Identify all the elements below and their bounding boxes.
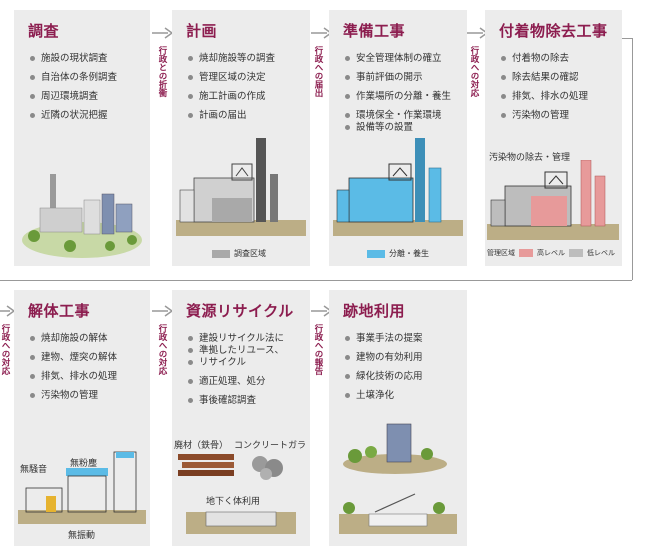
list-item: 付着物の除去 bbox=[501, 53, 612, 65]
list-item: 安全管理体制の確立 bbox=[345, 53, 457, 65]
list-item: 排気、排水の処理 bbox=[30, 371, 140, 383]
step-site-reuse-title: 跡地利用 bbox=[343, 302, 406, 320]
side-label: 行政への報告 bbox=[313, 324, 323, 375]
vibrationless-label: 無振動 bbox=[68, 531, 96, 541]
step-plan-items: 焼却施設等の調査 管理区域の決定 施工計画の作成 計画の届出 bbox=[182, 53, 300, 122]
underground-illustration bbox=[186, 511, 296, 534]
list-item: 自治体の条例調査 bbox=[30, 72, 140, 84]
list-item: 汚染物の管理 bbox=[501, 110, 612, 122]
survey-area-legend: 調査区域 bbox=[212, 248, 266, 259]
step-demolition-title: 解体工事 bbox=[28, 302, 91, 320]
side-label: 行政への対応 bbox=[0, 324, 10, 375]
step-removal-items: 付着物の除去 除去結果の確認 排気、排水の処理 汚染物の管理 bbox=[495, 53, 612, 122]
managed-area-label: 管理区域 bbox=[487, 249, 515, 257]
step-demolition-panel: 解体工事 焼却施設の解体 建物、煙突の解体 排気、排水の処理 汚染物の管理 無騒… bbox=[14, 290, 150, 546]
side-label: 行政への対応 bbox=[157, 324, 167, 375]
arrow-right-icon bbox=[152, 27, 174, 39]
list-item: 設備等の設置 bbox=[345, 122, 457, 134]
underground-label: 地下く体利用 bbox=[206, 497, 261, 507]
separation-legend: 分離・養生 bbox=[367, 248, 429, 259]
step-plan-title: 計画 bbox=[186, 22, 218, 40]
arrow-right-icon bbox=[152, 305, 174, 317]
site-reuse-illustration bbox=[339, 423, 457, 534]
step-removal-panel: 付着物除去工事 付着物の除去 除去結果の確認 排気、排水の処理 汚染物の管理 汚… bbox=[485, 10, 622, 266]
survey-area-label: 調査区域 bbox=[234, 249, 266, 258]
list-item: 事業手法の提案 bbox=[345, 333, 457, 345]
row-connector-right bbox=[632, 38, 633, 280]
recycling-materials-illustration bbox=[178, 454, 283, 480]
step-removal-title: 付着物除去工事 bbox=[499, 22, 608, 40]
side-label: 行政との折衝 bbox=[157, 46, 167, 97]
separation-swatch bbox=[367, 249, 385, 258]
list-item: 近隣の状況把握 bbox=[30, 110, 140, 122]
step-site-reuse-panel: 跡地利用 事業手法の提案 建物の有効利用 緑化技術の応用 土壌浄化 bbox=[329, 290, 467, 546]
preparation-facility-illustration bbox=[333, 138, 463, 236]
list-item: 排気、排水の処理 bbox=[501, 91, 612, 103]
silent-label: 無騒音 bbox=[20, 465, 48, 475]
list-item: 管理区域の決定 bbox=[188, 72, 300, 84]
low-level-swatch bbox=[569, 249, 583, 257]
row-connector-top bbox=[622, 38, 632, 39]
step-survey-title: 調査 bbox=[28, 22, 60, 40]
side-label: 行政への届出 bbox=[313, 46, 323, 97]
removal-legend: 管理区域 高レベル 低レベル bbox=[487, 248, 615, 258]
list-item: 焼却施設の解体 bbox=[30, 333, 140, 345]
step-preparation-items: 安全管理体制の確立 事前評価の開示 作業場所の分離・養生 環境保全・作業環境 設… bbox=[339, 53, 457, 134]
list-item: 事後確認調査 bbox=[188, 395, 300, 407]
scrap-label: 廃材（鉄骨） bbox=[174, 441, 229, 451]
dustless-label: 無粉塵 bbox=[70, 459, 98, 469]
list-item: 事前評価の開示 bbox=[345, 72, 457, 84]
list-item: 焼却施設等の調査 bbox=[188, 53, 300, 65]
separation-label: 分離・養生 bbox=[389, 249, 429, 258]
survey-area-swatch bbox=[212, 249, 230, 258]
list-item: 施設の現状調査 bbox=[30, 53, 140, 65]
list-item: 建物の有効利用 bbox=[345, 352, 457, 364]
list-item: 計画の届出 bbox=[188, 110, 300, 122]
list-item: 建物、煙突の解体 bbox=[30, 352, 140, 364]
step-preparation-panel: 準備工事 安全管理体制の確立 事前評価の開示 作業場所の分離・養生 環境保全・作… bbox=[329, 10, 467, 266]
step-plan-panel: 計画 焼却施設等の調査 管理区域の決定 施工計画の作成 計画の届出 調査区域 bbox=[172, 10, 310, 266]
list-item: 施工計画の作成 bbox=[188, 91, 300, 103]
list-item: 環境保全・作業環境 bbox=[345, 110, 457, 122]
removal-caption: 汚染物の除去・管理 bbox=[489, 153, 571, 163]
row-connector-bottom bbox=[0, 280, 632, 281]
demolition-illustration bbox=[18, 451, 146, 524]
survey-town-illustration bbox=[22, 174, 142, 258]
list-item: リサイクル bbox=[188, 357, 300, 369]
list-item: 周辺環境調査 bbox=[30, 91, 140, 103]
list-item: 作業場所の分離・養生 bbox=[345, 91, 457, 103]
list-item: 建設リサイクル法に bbox=[188, 333, 300, 345]
step-preparation-title: 準備工事 bbox=[343, 22, 406, 40]
list-item: 準拠したリユース、 bbox=[188, 345, 300, 357]
step-demolition-items: 焼却施設の解体 建物、煙突の解体 排気、排水の処理 汚染物の管理 bbox=[24, 333, 140, 402]
list-item: 汚染物の管理 bbox=[30, 390, 140, 402]
high-level-swatch bbox=[519, 249, 533, 257]
side-label: 行政への対応 bbox=[469, 46, 479, 97]
step-survey-panel: 調査 施設の現状調査 自治体の条例調査 周辺環境調査 近隣の状況把握 bbox=[14, 10, 150, 266]
step-survey-items: 施設の現状調査 自治体の条例調査 周辺環境調査 近隣の状況把握 bbox=[24, 53, 140, 122]
step-recycling-title: 資源リサイクル bbox=[186, 302, 294, 320]
step-recycling-items: 建設リサイクル法に 準拠したリユース、 リサイクル 適正処理、処分 事後確認調査 bbox=[182, 333, 300, 407]
removal-facility-illustration bbox=[487, 160, 619, 240]
step-site-reuse-items: 事業手法の提案 建物の有効利用 緑化技術の応用 土壌浄化 bbox=[339, 333, 457, 402]
concrete-label: コンクリートガラ bbox=[234, 441, 307, 451]
list-item: 緑化技術の応用 bbox=[345, 371, 457, 383]
plan-facility-illustration bbox=[176, 138, 306, 236]
step-recycling-panel: 資源リサイクル 建設リサイクル法に 準拠したリユース、 リサイクル 適正処理、処… bbox=[172, 290, 310, 546]
high-level-label: 高レベル bbox=[537, 249, 565, 257]
low-level-label: 低レベル bbox=[587, 249, 615, 257]
list-item: 除去結果の確認 bbox=[501, 72, 612, 84]
list-item: 土壌浄化 bbox=[345, 390, 457, 402]
list-item: 適正処理、処分 bbox=[188, 376, 300, 388]
